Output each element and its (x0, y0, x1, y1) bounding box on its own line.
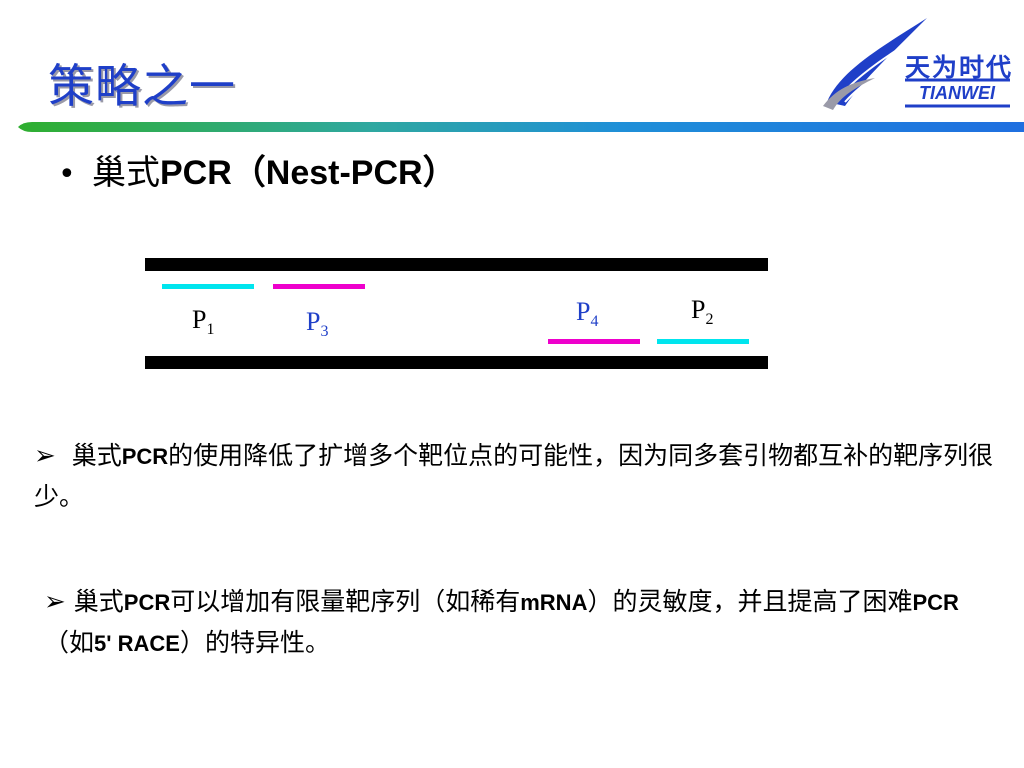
primer-p1-bar (162, 284, 254, 289)
bullet-text-english: PCR（Nest-PCR） (160, 154, 457, 192)
tianwei-logo-icon (823, 18, 1010, 110)
primer-p2-label: P2 (691, 295, 714, 328)
logo-english-text: TIANWEI (919, 83, 995, 103)
primer-p3-bar (273, 284, 365, 289)
primer-p3-label: P3 (306, 307, 329, 340)
primer-p2-bar (657, 339, 749, 344)
arrow-bullet-icon: ➢ (34, 441, 56, 471)
dna-strand-top (145, 258, 768, 271)
nested-pcr-diagram (145, 258, 768, 369)
bullet-dot: • (58, 157, 76, 192)
bullet-text-chinese: 巢式 (92, 153, 160, 193)
arrow-bullet-icon: ➢ (44, 587, 66, 617)
paragraph-nested-pcr-sensitivity: ➢ 巢式PCR可以增加有限量靶序列（如稀有mRNA）的灵敏度，并且提高了困难PC… (44, 582, 1004, 664)
paragraph-nested-pcr-specificity: ➢ 巢式PCR的使用降低了扩增多个靶位点的可能性，因为同多套引物都互补的靶序列很… (34, 436, 994, 517)
primer-p4-label: P4 (576, 297, 599, 330)
dna-strand-bottom (145, 356, 768, 369)
logo-chinese-text: 天为时代 (905, 53, 1014, 82)
bullet-heading: • 巢式PCR（Nest-PCR） (58, 148, 457, 200)
title-underline (18, 122, 1024, 132)
primer-p4-bar (548, 339, 640, 344)
primer-p1-label: P1 (192, 305, 215, 338)
slide-title: 策略之一 (48, 59, 236, 113)
